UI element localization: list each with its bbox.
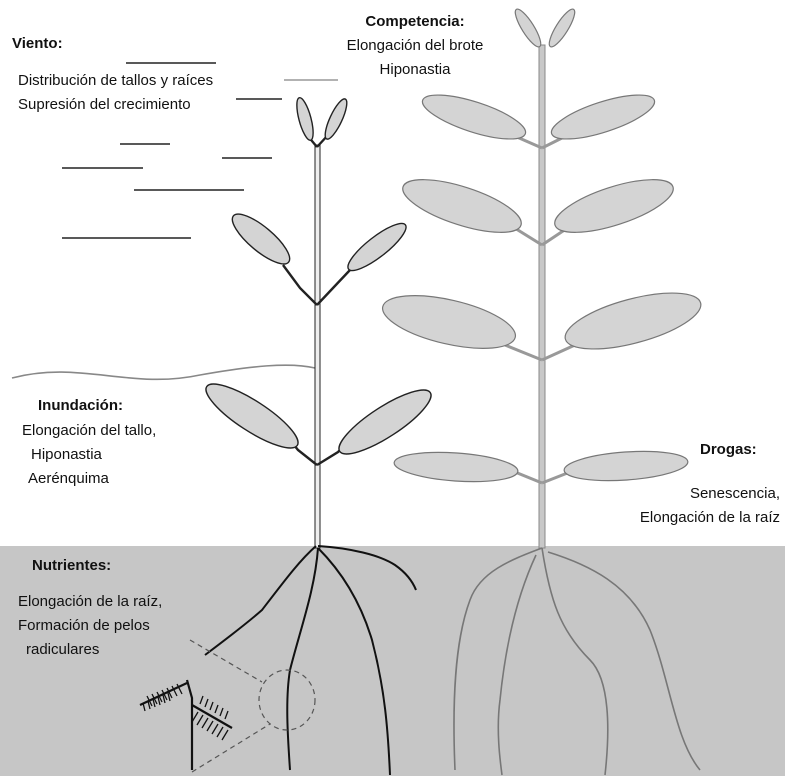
right-plant-tip-leaf xyxy=(511,6,544,50)
drogas-effect: Elongación de la raíz xyxy=(590,506,780,530)
nutrientes-effect: Formación de pelos xyxy=(18,614,162,638)
viento-title: Viento: xyxy=(12,32,63,56)
nutrientes-effects: Elongación de la raíz, Formación de pelo… xyxy=(18,590,162,662)
right-plant-leaf xyxy=(393,449,519,486)
inundacion-effect: Aerénquima xyxy=(22,467,156,491)
viento-effect: Supresión del crecimiento xyxy=(18,93,213,117)
right-plant-leaf xyxy=(547,86,659,148)
nutrientes-title: Nutrientes: xyxy=(32,554,111,578)
inundacion-label: Inundación: xyxy=(38,394,123,418)
left-plant-tip-leaf xyxy=(294,96,317,142)
drogas-title: Drogas: xyxy=(700,438,757,462)
left-plant-leaf xyxy=(199,374,306,458)
left-plant-leaf xyxy=(332,380,439,464)
competencia-effect: Elongación del brote xyxy=(320,34,510,58)
right-plant-stem xyxy=(539,45,545,548)
inundacion-effects: Elongación del tallo, Hiponastia Aerénqu… xyxy=(22,419,156,491)
right-plant-leaf xyxy=(397,169,527,243)
nutrientes-effect: radiculares xyxy=(18,638,162,662)
water-line xyxy=(12,365,315,379)
drogas-label: Drogas: xyxy=(700,438,757,462)
inundacion-effect: Hiponastia xyxy=(22,443,156,467)
right-plant-leaf xyxy=(378,285,520,358)
competencia-effect: Hiponastia xyxy=(320,58,510,82)
viento-effects: Distribución de tallos y raíces Supresió… xyxy=(18,69,213,117)
left-plant-tip-leaf xyxy=(321,97,350,142)
inundacion-effect: Elongación del tallo, xyxy=(22,419,156,443)
drogas-effect: Senescencia, xyxy=(590,482,780,506)
nutrientes-effect: Elongación de la raíz, xyxy=(18,590,162,614)
competencia-title: Competencia: xyxy=(320,10,510,34)
viento-effect: Distribución de tallos y raíces xyxy=(18,69,213,93)
inundacion-title: Inundación: xyxy=(38,394,123,418)
competencia-label: Competencia: Elongación del brote Hipona… xyxy=(320,10,510,82)
viento-label: Viento: xyxy=(12,32,63,56)
left-plant-leaf xyxy=(342,217,411,277)
left-plant-leaf xyxy=(226,207,297,272)
right-plant-leaf xyxy=(563,448,689,485)
left-plant-stem xyxy=(315,145,320,548)
right-plant-leaf xyxy=(560,282,707,361)
nutrientes-label: Nutrientes: xyxy=(32,554,111,578)
right-plant-leaf xyxy=(418,86,530,148)
drogas-effects: Senescencia, Elongación de la raíz xyxy=(590,482,780,530)
right-plant-tip-leaf xyxy=(545,6,578,50)
right-plant-leaf xyxy=(549,169,679,243)
